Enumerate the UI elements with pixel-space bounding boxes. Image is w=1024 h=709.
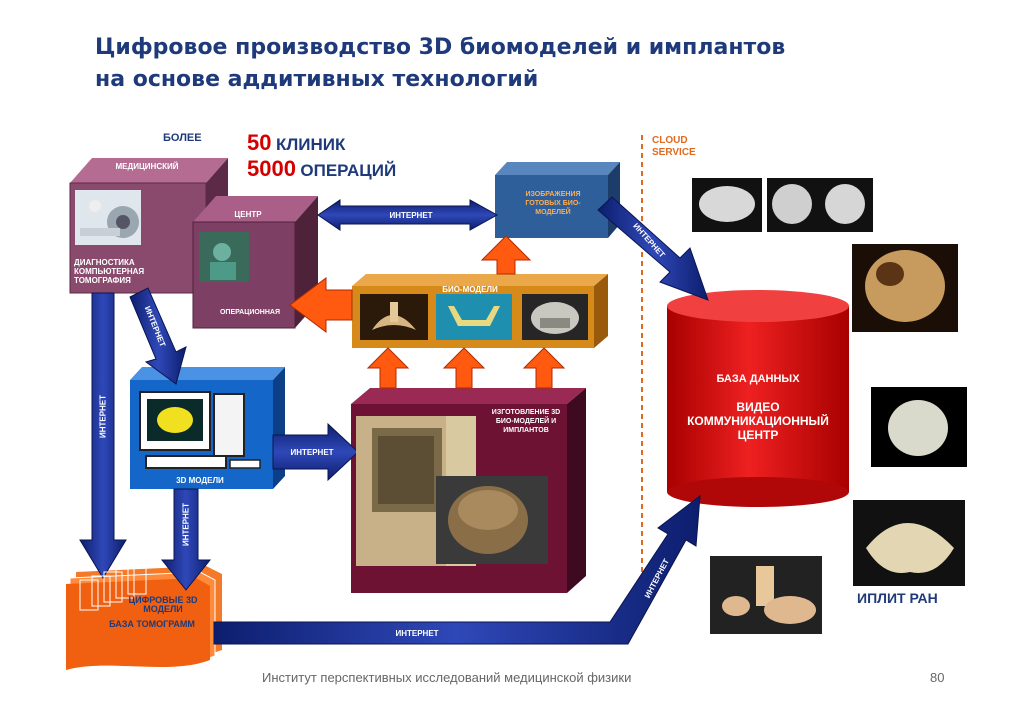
printed-skull-photo <box>436 476 548 564</box>
tomogram-base-stack <box>66 566 222 670</box>
internet-label-3d-tomo: ИНТЕРНЕТ <box>181 502 191 547</box>
center-label: ЦЕНТР <box>234 210 262 219</box>
arrow-orange-bio-to-center <box>289 277 353 333</box>
arrow-internet-bottom-diag <box>213 494 701 645</box>
database-label: БАЗА ДАННЫХ ВИДЕО КОММУНИКАЦИОННЫЙ ЦЕНТР <box>680 372 836 442</box>
ct-scanner-photo <box>75 190 141 245</box>
arrow-orange-up-3 <box>522 347 566 389</box>
arrow-orange-up-1 <box>366 347 410 389</box>
database-line-1: БАЗА ДАННЫХ <box>716 373 800 385</box>
stats-operations-number: 5000 <box>247 156 296 181</box>
arrow-internet-top <box>317 199 499 231</box>
heart-model-photo <box>871 387 967 467</box>
tomogram-base-label: БАЗА ТОМОГРАММ <box>109 619 195 629</box>
surgery-photo <box>199 232 249 282</box>
database-line-2: ВИДЕО <box>736 400 780 414</box>
arrow-internet-to-db <box>597 196 709 301</box>
stats-more-label: БОЛЕЕ <box>163 132 202 144</box>
database-cylinder <box>667 290 849 507</box>
internet-label-top: ИНТЕРНЕТ <box>389 211 433 220</box>
title-line-2: на основе аддитивных технологий <box>95 67 539 92</box>
arrow-internet-left-vertical <box>79 292 127 579</box>
digital-models-label: ЦИФРОВЫЕ 3D МОДЕЛИ <box>128 595 198 614</box>
arrow-internet-3d-to-tomo <box>160 488 212 591</box>
internet-label-bottom: ИНТЕРНЕТ <box>395 629 439 638</box>
stats-clinics: 50 КЛИНИК <box>247 130 345 156</box>
arrow-internet-3d-to-mfg <box>272 422 359 482</box>
pelvis-model-photo <box>853 500 965 586</box>
digital-models-thumbnails <box>79 563 147 611</box>
manufacturing-label: ИЗГОТОВЛЕНИЕ 3D БИО-МОДЕЛЕЙ И ИМПЛАНТОВ <box>491 409 561 434</box>
cloud-line-1: CLOUD <box>652 135 688 146</box>
arrow-orange-up-2 <box>442 347 486 389</box>
arrow-orange-bio-to-ready <box>480 235 532 275</box>
diagnostics-label: ДИАГНОСТИКА КОМПЬЮТЕРНАЯ ТОМОГРАФИЯ <box>74 258 145 285</box>
database-line-4: ЦЕНТР <box>737 428 779 442</box>
bio-model-photo-pelvis <box>360 294 428 340</box>
stats-clinics-number: 50 <box>247 130 272 155</box>
iplit-label: ИПЛИТ РАН <box>857 590 938 606</box>
cloud-service-label: CLOUD SERVICE <box>652 135 696 159</box>
models-3d-label: 3D МОДЕЛИ <box>176 476 224 485</box>
operating-label: ОПЕРАЦИОННАЯ <box>219 309 281 316</box>
title-line-1: Цифровое производство 3D биомоделей и им… <box>95 35 786 60</box>
page-number: 80 <box>930 670 945 685</box>
brain-photos <box>692 178 873 232</box>
slide-title: Цифровое производство 3D биомоделей и им… <box>95 32 785 96</box>
ready-images-label: ИЗОБРАЖЕНИЯ ГОТОВЫХ БИО-МОДЕЛЕЙ <box>525 191 581 216</box>
footer-text: Институт перспективных исследований меди… <box>262 670 632 685</box>
stats-clinics-label: КЛИНИК <box>275 135 346 154</box>
bio-model-photo-jaw <box>436 294 512 340</box>
cloud-line-2: SERVICE <box>652 147 696 158</box>
spine-model-photo <box>710 556 822 634</box>
internet-label-left: ИНТЕРНЕТ <box>98 394 108 439</box>
stats-operations: 5000 ОПЕРАЦИЙ <box>247 156 396 182</box>
internet-label-3d-mfg: ИНТЕРНЕТ <box>290 448 334 457</box>
medical-label: МЕДИЦИНСКИЙ <box>115 162 179 171</box>
computer-illustration <box>139 391 261 469</box>
stats-operations-label: ОПЕРАЦИЙ <box>300 161 397 180</box>
skull-implant-photo <box>852 244 958 332</box>
database-line-3: КОММУНИКАЦИОННЫЙ <box>687 414 829 428</box>
bio-models-label: БИО-МОДЕЛИ <box>442 285 498 294</box>
bio-model-photo-skull <box>522 294 588 340</box>
arrow-internet-diag-to-3d <box>129 287 187 385</box>
